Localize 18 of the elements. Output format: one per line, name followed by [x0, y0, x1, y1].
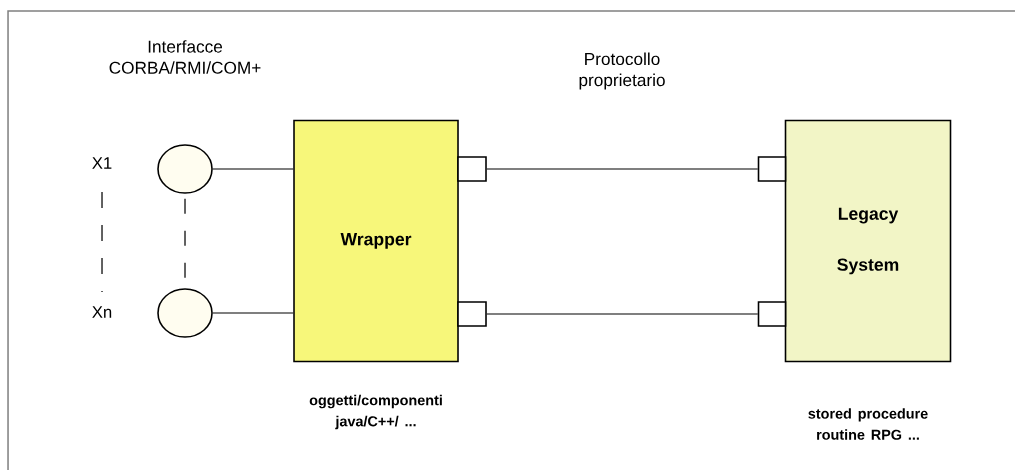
variable-label: Xn [92, 306, 112, 318]
connector-line [212, 168, 294, 170]
connector-line [486, 168, 759, 170]
system-box: Legacy System [784, 119, 952, 363]
interface-circle [157, 144, 213, 194]
port-square [757, 156, 787, 182]
variable-label: X1 [92, 157, 112, 169]
interface-circle [157, 288, 213, 338]
port-square [457, 301, 487, 327]
port-square [757, 301, 787, 327]
connector-line [212, 312, 294, 314]
wrapper-box: Wrapper [293, 119, 459, 363]
heading-label: Protocollo proprietario [579, 52, 665, 90]
connector-line [486, 313, 759, 315]
caption-text: oggetti/componenti java/C++/ ... [309, 394, 442, 430]
port-square [457, 156, 487, 182]
caption-text: stored procedure routine RPG ... [808, 408, 928, 440]
heading-label: Interfacce CORBA/RMI/COM+ [109, 40, 261, 74]
